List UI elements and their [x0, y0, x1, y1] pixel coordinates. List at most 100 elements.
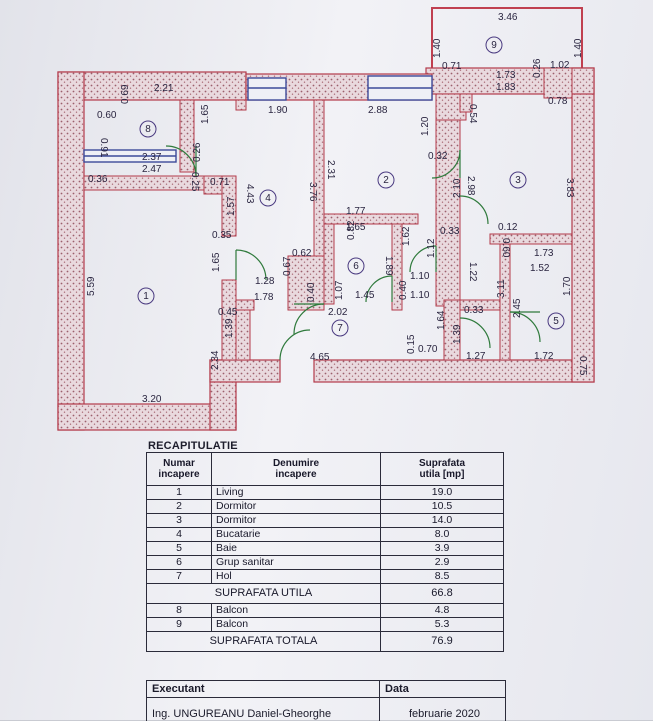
row-number: 1	[146, 485, 212, 500]
room-9-circle	[485, 36, 503, 54]
dim-label: 2.47	[142, 164, 162, 175]
dim-label: 0.71	[442, 61, 462, 72]
dim-label: 0.91	[98, 138, 109, 158]
dim-label: 1.40	[573, 38, 584, 58]
dim-label: 0.45	[218, 307, 238, 318]
row-number: 7	[146, 569, 212, 584]
dim-label: 0.70	[418, 344, 438, 355]
dim-label: 1.83	[496, 82, 516, 93]
dim-label: 0.75	[577, 356, 588, 376]
row-number: 9	[146, 617, 212, 632]
dim-label: 1.64	[436, 310, 447, 330]
room-4-circle	[259, 189, 277, 207]
dim-label: 1.52	[530, 263, 550, 274]
dim-label: 0.40	[306, 282, 317, 302]
row-name: Grup sanitar	[211, 555, 381, 570]
row-area: 8.5	[380, 569, 504, 584]
dim-label: 1.65	[346, 222, 366, 233]
dim-label: 0.69	[120, 84, 131, 104]
dim-label: 1.78	[254, 292, 274, 303]
dim-label: 1.39	[224, 318, 235, 338]
dim-label: 0.36	[88, 174, 108, 185]
total-label: SUPRAFATA TOTALA	[146, 631, 381, 652]
dim-label: 0.62	[292, 248, 312, 259]
room-1-number: 1	[143, 291, 149, 302]
dim-label: 2.45	[512, 298, 523, 318]
row-area: 10.5	[380, 499, 504, 514]
room-2-circle	[377, 171, 395, 189]
dim-label: 1.57	[226, 196, 237, 216]
room-5-circle	[547, 312, 565, 330]
dim-label: 1.20	[420, 116, 431, 136]
dim-label: 3.46	[498, 12, 518, 23]
row-name: Balcon	[211, 603, 381, 618]
dim-label: 0.12	[498, 222, 518, 233]
total-value: 76.9	[380, 631, 504, 652]
dim-label: 1.62	[401, 226, 412, 246]
dim-label: 3.83	[564, 178, 575, 198]
row-number: 6	[146, 555, 212, 570]
room-6-number: 6	[353, 261, 359, 272]
dim-label: 1.07	[334, 280, 345, 300]
dim-label: 1.70	[562, 276, 573, 296]
dim-label: 1.10	[410, 290, 430, 301]
dim-label: 1.45	[355, 290, 375, 301]
row-number: 3	[146, 513, 212, 528]
row-name: Hol	[211, 569, 381, 584]
interior-walls	[83, 67, 573, 361]
room-markers	[137, 36, 565, 337]
dim-label: 0.60	[97, 110, 117, 121]
subtotal-row: SUPRAFATA UTILA 66.8	[146, 583, 504, 604]
row-name: Dormitor	[211, 513, 381, 528]
dim-label: 1.90	[268, 105, 288, 116]
dim-label: 2.37	[142, 152, 162, 163]
room-4-number: 4	[265, 193, 271, 204]
door-swings	[165, 145, 541, 361]
row-area: 2.9	[380, 555, 504, 570]
row-name: Dormitor	[211, 499, 381, 514]
dim-label: 2.98	[465, 176, 476, 196]
room-8-number: 8	[145, 124, 151, 135]
room-numbers: 1 2 3 4 5 6 7 8 9	[143, 40, 559, 334]
dim-label: 1.77	[346, 206, 366, 217]
row-number: 4	[146, 527, 212, 542]
row-number: 8	[146, 603, 212, 618]
dim-label: 2.31	[325, 160, 336, 180]
room-1-circle	[137, 287, 155, 305]
row-name: Balcon	[211, 617, 381, 632]
row-area: 8.0	[380, 527, 504, 542]
room-3-circle	[509, 171, 527, 189]
dim-label: 0.71	[210, 177, 230, 188]
dim-label: 2.10	[452, 178, 463, 198]
room-3-number: 3	[515, 175, 521, 186]
dim-label: 2.88	[368, 105, 388, 116]
footer-block: Executant Data Ing. UNGUREANU Daniel-Ghe…	[146, 680, 506, 721]
table-title: RECAPITULATIE	[148, 440, 238, 452]
dim-label: 1.10	[410, 271, 430, 282]
dim-label: 3.20	[142, 394, 162, 405]
dim-label: 1.39	[452, 324, 463, 344]
dim-label: 0.32	[428, 151, 448, 162]
dim-label: 1.72	[534, 351, 554, 362]
floor-plan: 1 2 3 4 5 6 7 8 9 3.46 0.71 1.73 1.83 1.…	[57, 7, 595, 431]
dim-label: 2.34	[210, 350, 221, 370]
executant-name: Ing. UNGUREANU Daniel-Gheorghe	[152, 708, 332, 720]
row-area: 4.8	[380, 603, 504, 618]
dim-label: 5.59	[86, 276, 97, 296]
dim-label: 3.11	[496, 279, 507, 298]
row-number: 2	[146, 499, 212, 514]
dim-label: 1.02	[550, 60, 570, 71]
dim-label: 0.40	[398, 280, 409, 300]
dim-label: 4.43	[244, 184, 255, 204]
dim-label: 1.89	[383, 256, 394, 276]
dim-label: 0.67	[282, 256, 293, 276]
